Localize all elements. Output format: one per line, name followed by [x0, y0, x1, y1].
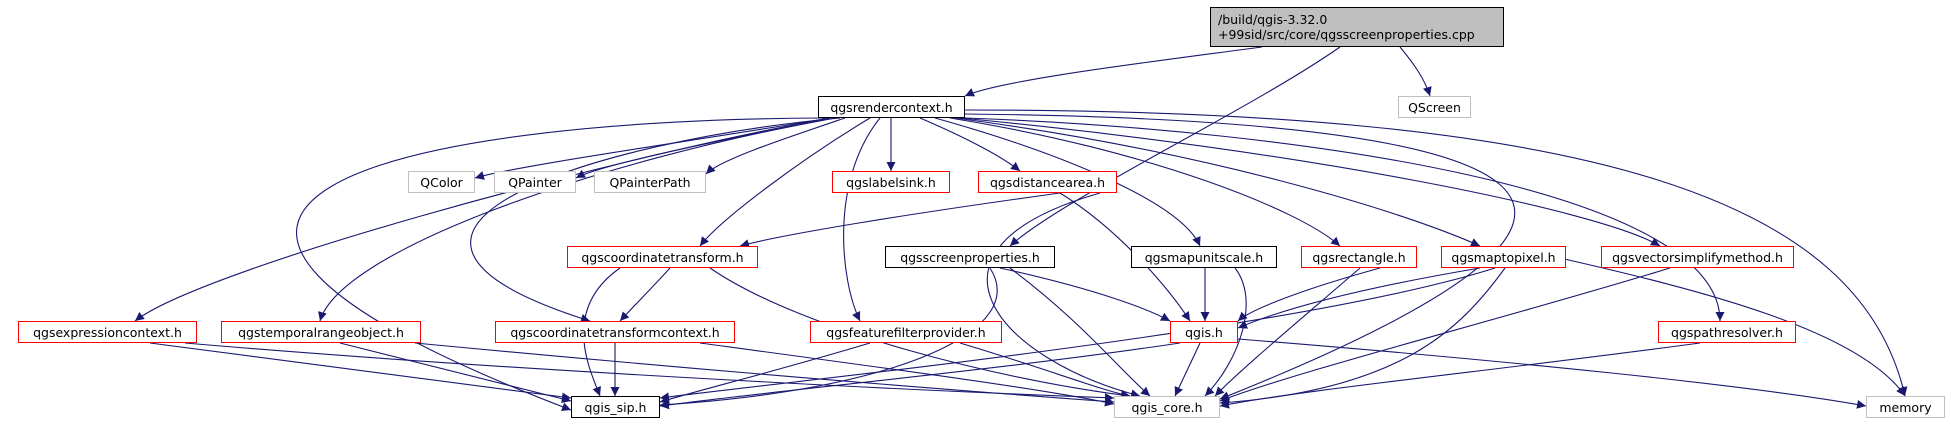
edge-qgsfeaturefilterprovider-qgis-sip — [659, 342, 871, 404]
edge-qgis-qgis-core — [1174, 342, 1201, 397]
edge-root-qgsscreenproperties — [1009, 46, 1341, 247]
node-qgsrectangle[interactable]: qgsrectangle.h — [1301, 246, 1417, 268]
edge-root-qscreen — [1399, 46, 1432, 97]
node-qgis-core: qgis_core.h — [1114, 396, 1220, 418]
edge-rc-qgstemporalrangeobject — [318, 117, 836, 322]
node-qgstemporalrangeobject[interactable]: qgstemporalrangeobject.h — [221, 321, 421, 343]
edge-rc-qgscoordinatetransformcontext — [470, 117, 841, 323]
edge-qgsexpressioncontext-qgis-core — [184, 342, 1115, 403]
edge-qgsscreenproperties-qgis-core — [1009, 267, 1151, 397]
node-qgsexpressioncontext[interactable]: qgsexpressioncontext.h — [18, 321, 197, 343]
edge-qgspathresolver-qgis-core — [1219, 342, 1701, 409]
edge-qgstemporalrangeobject-qgis-core — [414, 342, 1115, 406]
node-qscreen: QScreen — [1398, 96, 1471, 118]
node-qgsscreenproperties[interactable]: qgsscreenproperties.h — [885, 246, 1055, 268]
edge-rc-qgsfeaturefilterprovider — [843, 117, 881, 322]
edge-qgscoordinatetransform-qgis-core — [709, 267, 1131, 400]
node-qgsmapunitscale[interactable]: qgsmapunitscale.h — [1131, 246, 1277, 268]
edge-rc-qgsvectorsimplifymethod — [959, 117, 1661, 247]
edge-qgsmaptopixel-qgis-sip — [659, 267, 1496, 402]
node-qgis[interactable]: qgis.h — [1170, 321, 1238, 343]
edge-root-qgsrendercontext — [964, 46, 1263, 97]
edge-qgsmaptopixel-qgis — [1237, 267, 1481, 329]
edge-rc-qpainterpath — [705, 117, 846, 175]
edge-rc-qgspathresolver — [964, 117, 1725, 322]
edge-qgsscreenproperties-qgis — [999, 267, 1171, 322]
edge-qgscoordinatetransform-qgscoordinatetransformcontext — [619, 267, 671, 322]
root-file-path-line2: +99sid/src/core/qgsscreenproperties.cpp — [1218, 27, 1475, 42]
edge-qgsdistancearea-qgscoordinatetransform — [739, 192, 1061, 248]
edge-rc-qgis-core — [964, 113, 1516, 400]
edge-rc-qgsrectangle — [949, 117, 1341, 247]
edge-qgis-qgis-sip — [659, 342, 1181, 410]
edge-qgsfeaturefilterprovider-qgis-core — [959, 342, 1131, 399]
node-qcolor: QColor — [408, 171, 475, 193]
edge-qgstemporalrangeobject-qgis-sip — [339, 342, 572, 404]
edge-qgscoordinatetransformcontext-qgis-core — [699, 342, 1115, 407]
node-qgscoordinatetransform[interactable]: qgscoordinatetransform.h — [567, 246, 758, 268]
edge-rc-qgscoordinatetransform — [699, 117, 871, 247]
node-qpainter: QPainter — [494, 171, 576, 193]
edge-rc-qgsexpressioncontext — [134, 117, 831, 322]
node-qgsvectorsimplifymethod[interactable]: qgsvectorsimplifymethod.h — [1601, 246, 1794, 268]
edge-qgis-memory — [1237, 338, 1867, 409]
edge-qgsmaptopixel-memory — [1559, 257, 1906, 397]
edge-qgsvectorsimplifymethod-qgis-core — [1219, 267, 1671, 402]
node-qgscoordinatetransformcontext[interactable]: qgscoordinatetransformcontext.h — [495, 321, 735, 343]
root-file-path-line1: /build/qgis-3.32.0 — [1218, 12, 1328, 27]
edge-qgsmapunitscale-qgis-core — [1204, 267, 1247, 397]
edge-rc-memory — [964, 109, 1908, 397]
edge-qgsrectangle-qgis — [1237, 267, 1381, 322]
root-file-node: /build/qgis-3.32.0 +99sid/src/core/qgssc… — [1210, 7, 1504, 47]
node-qgsmaptopixel[interactable]: qgsmaptopixel.h — [1441, 246, 1566, 268]
edge-qgsmaptopixel-qgis-core — [1219, 267, 1506, 407]
node-qpainterpath: QPainterPath — [594, 171, 706, 193]
node-qgsfeaturefilterprovider[interactable]: qgsfeaturefilterprovider.h — [810, 321, 1002, 343]
node-qgspathresolver[interactable]: qgspathresolver.h — [1658, 321, 1796, 343]
edge-qgsdistancearea-qgis-core — [986, 192, 1141, 399]
node-qgsrendercontext[interactable]: qgsrendercontext.h — [818, 96, 965, 118]
edge-rc-qgsdistancearea — [919, 117, 1021, 172]
edge-rc-qgsmaptopixel — [954, 117, 1481, 247]
node-qgsdistancearea[interactable]: qgsdistancearea.h — [978, 171, 1117, 193]
edge-qgsscreenproperties-qgis-sip — [659, 267, 998, 409]
node-qgslabelsink[interactable]: qgslabelsink.h — [832, 171, 950, 193]
node-qgis-sip[interactable]: qgis_sip.h — [571, 396, 660, 418]
node-memory: memory — [1866, 396, 1945, 418]
